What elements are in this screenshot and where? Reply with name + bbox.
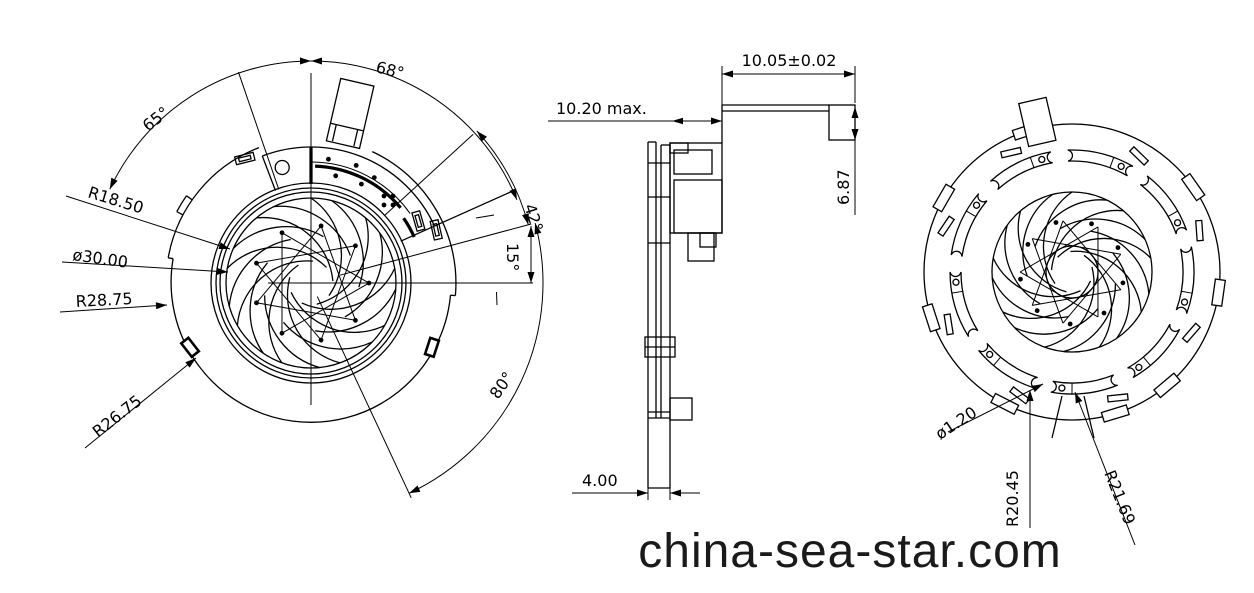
dim-angle-42: 42°	[520, 201, 547, 234]
thick-tab-left	[179, 336, 201, 359]
dim-angle-15: 15°	[503, 243, 522, 271]
step-line-a	[176, 211, 184, 216]
tick-15	[496, 291, 498, 306]
step-arc	[176, 195, 188, 212]
front-view-leaders	[59, 195, 231, 449]
dim-r2675: R26.75	[89, 391, 146, 441]
section-view-drawing	[548, 66, 859, 500]
fpc-arc-short	[402, 217, 416, 238]
thick-tab-right	[423, 336, 441, 359]
watermark-text: china-sea-star.com	[638, 525, 1062, 578]
fpc-arc	[315, 164, 402, 209]
rim-slots	[937, 146, 1204, 405]
dim-r2169: R21.69	[1100, 467, 1139, 527]
leader-r2875	[59, 302, 168, 313]
cover-arc	[262, 146, 435, 226]
drive-tab	[325, 77, 375, 150]
bottom-stub-left	[1051, 395, 1063, 439]
step-line-b	[186, 195, 193, 201]
aperture-hole	[1045, 245, 1099, 299]
back-view-drawing	[921, 96, 1226, 439]
mid-ring-right-arc	[372, 151, 457, 296]
radial-line-80	[316, 296, 412, 499]
leader-r1850	[65, 195, 231, 250]
back-tab	[1017, 96, 1057, 148]
arc-dim-80	[408, 222, 544, 494]
pin-hole	[274, 159, 290, 176]
leader-d30	[61, 261, 229, 275]
housing-jog-left	[168, 257, 174, 260]
sector-edge-right	[400, 190, 514, 242]
dim-1020-max: 10.20 max.	[556, 99, 647, 118]
dim-d30: ø30.00	[71, 245, 129, 272]
contact-dots	[326, 156, 396, 208]
radial-line-42	[384, 133, 474, 216]
iris-blades-back	[982, 178, 1167, 365]
arc-dim-42	[476, 130, 529, 225]
radial-line-left-sector	[237, 71, 280, 190]
back-view-leaders	[947, 383, 1136, 546]
radial-line-15	[339, 223, 532, 276]
motor-housing	[669, 142, 723, 234]
dim-r2875: R28.75	[75, 289, 133, 311]
stub-block	[669, 397, 693, 421]
hatch-tab-2	[411, 210, 426, 232]
dim-r2045: R20.45	[1003, 470, 1022, 527]
tick-42	[475, 214, 495, 219]
dim-angle-65: 65°	[139, 103, 173, 135]
back-outline	[923, 123, 1221, 421]
dim-angle-68: 68°	[374, 57, 406, 82]
leader-r2675	[84, 357, 197, 449]
front-view-drawing	[109, 57, 544, 499]
cam-slots	[931, 126, 1218, 414]
leader-r2169	[1074, 391, 1136, 546]
housing-bottom-arc	[170, 258, 452, 423]
dim-687: 6.87	[834, 169, 853, 205]
dim-1005: 10.05±0.02	[742, 51, 837, 70]
dim-400: 4.00	[582, 471, 618, 490]
fpc-arc-outer	[310, 161, 411, 214]
sector-edge-left	[261, 155, 277, 191]
dimension-labels: 65° 68° R18.50 ø30.00 R28.75 R26.75 42° …	[71, 51, 1139, 527]
arrow-1020-left	[672, 117, 683, 125]
fpc-connector	[828, 104, 856, 141]
arc-dim-65	[109, 57, 312, 190]
dim-d120: ø1.20	[932, 403, 980, 444]
bottom-stub-right	[1083, 395, 1095, 439]
